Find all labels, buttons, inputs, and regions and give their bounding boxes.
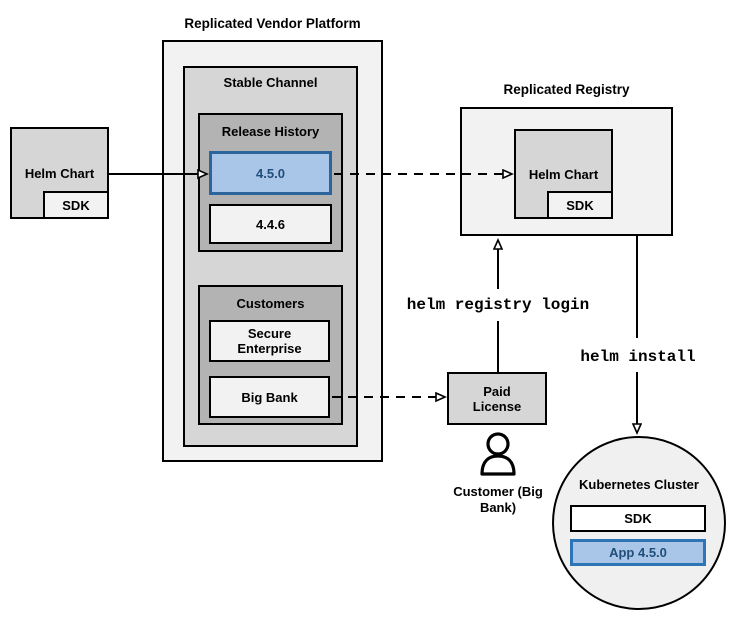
- release-version-label: 4.4.6: [256, 216, 285, 232]
- command-helm-install: helm install: [580, 348, 696, 366]
- sdk-label: SDK: [624, 511, 652, 526]
- person-icon: [480, 432, 516, 476]
- vendor-platform-title: Replicated Vendor Platform: [184, 16, 361, 31]
- kubernetes-sdk-box: SDK: [570, 505, 706, 532]
- customer-item-secure-enterprise: Secure Enterprise: [209, 320, 330, 362]
- kubernetes-cluster-title: Kubernetes Cluster: [579, 477, 699, 492]
- customer-name-label: Big Bank: [241, 389, 298, 405]
- source-sdk-box: SDK: [43, 191, 109, 219]
- release-item-446: 4.4.6: [209, 204, 332, 244]
- sdk-label: SDK: [62, 197, 90, 213]
- command-helm-registry-login: helm registry login: [406, 296, 590, 314]
- kubernetes-app-box: App 4.5.0: [570, 539, 706, 566]
- stable-channel-title: Stable Channel: [223, 75, 318, 90]
- registry-title: Replicated Registry: [503, 82, 630, 97]
- customer-caption-label: Customer (Big Bank): [453, 484, 543, 515]
- registry-sdk-box: SDK: [547, 191, 613, 219]
- release-version-label: 4.5.0: [256, 165, 285, 181]
- helm-chart-label: Helm Chart: [24, 165, 95, 181]
- sdk-label: SDK: [566, 197, 594, 213]
- customer-caption: Customer (Big Bank): [448, 484, 548, 516]
- customer-item-big-bank: Big Bank: [209, 376, 330, 418]
- paid-license-box: Paid License: [447, 372, 547, 425]
- helm-chart-label: Helm Chart: [528, 166, 599, 182]
- release-item-450: 4.5.0: [209, 151, 332, 195]
- paid-license-label: Paid License: [472, 383, 522, 414]
- customer-name-label: Secure Enterprise: [237, 326, 302, 356]
- customers-title: Customers: [236, 296, 305, 311]
- release-history-title: Release History: [221, 124, 320, 139]
- app-version-label: App 4.5.0: [609, 545, 667, 560]
